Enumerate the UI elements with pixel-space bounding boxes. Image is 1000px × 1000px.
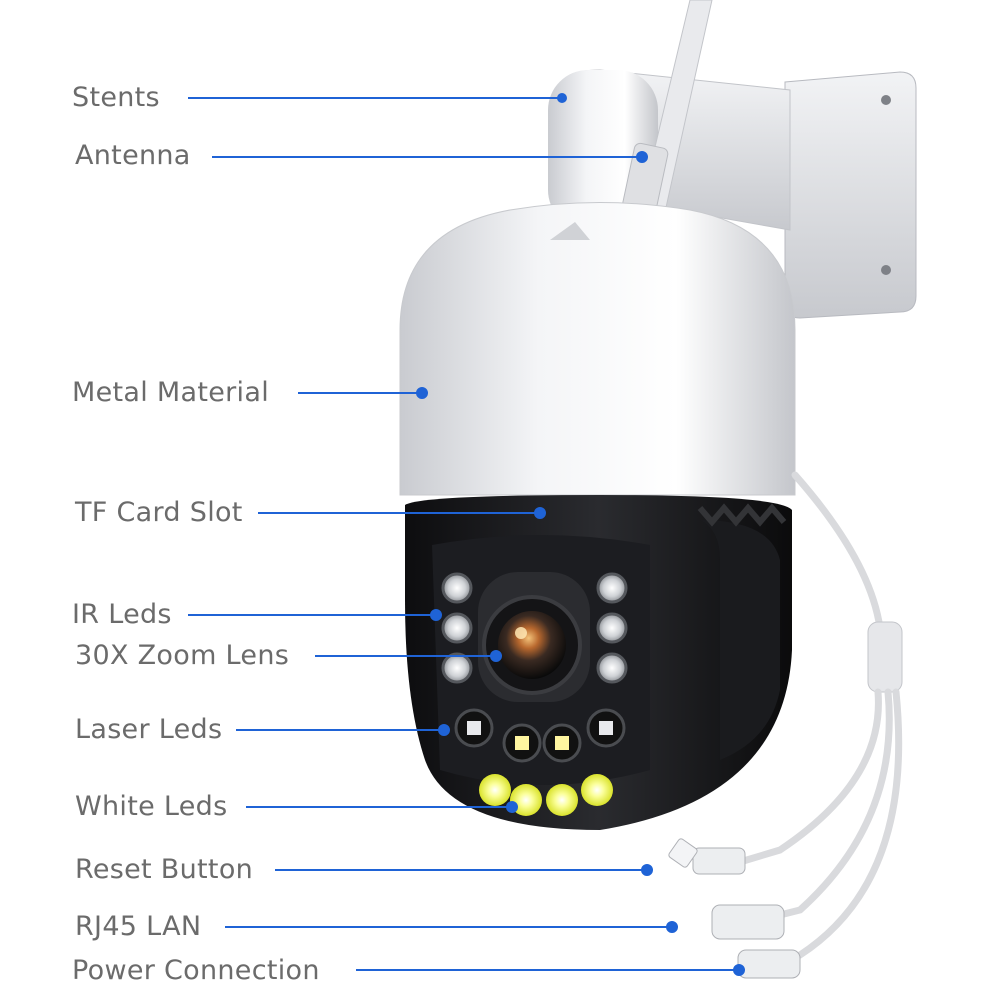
reset-connector xyxy=(668,838,746,875)
label-laser-leds: Laser Leds xyxy=(75,714,223,745)
cables xyxy=(736,471,903,964)
label-power-connection: Power Connection xyxy=(72,955,320,986)
label-antenna: Antenna xyxy=(75,140,191,171)
ir-leds-marker xyxy=(430,609,442,621)
power-connector xyxy=(737,949,801,979)
tf-card-slot-marker xyxy=(534,507,546,519)
zoom-lens xyxy=(478,572,590,702)
zoom-lens-marker xyxy=(490,650,502,662)
rj45-lan-marker xyxy=(666,921,678,933)
stents-marker xyxy=(557,93,567,103)
antenna-marker xyxy=(636,151,648,163)
label-zoom-lens: 30X Zoom Lens xyxy=(75,640,290,671)
label-ir-leds: IR Leds xyxy=(72,599,172,630)
label-rj45-lan: RJ45 LAN xyxy=(75,911,202,942)
label-metal-material: Metal Material xyxy=(72,377,270,408)
laser-leds-marker xyxy=(438,724,450,736)
label-white-leds: White Leds xyxy=(75,791,228,822)
label-tf-card-slot: TF Card Slot xyxy=(75,497,243,528)
dome-housing xyxy=(399,202,796,496)
metal-material-marker xyxy=(416,387,428,399)
power-connection-marker xyxy=(733,964,745,976)
callout-lines xyxy=(188,97,745,976)
reset-button-marker xyxy=(641,864,653,876)
label-stents: Stents xyxy=(72,82,160,113)
white-leds xyxy=(479,774,613,816)
laser-leds xyxy=(454,708,626,763)
rj45-connector xyxy=(711,904,785,940)
label-reset-button: Reset Button xyxy=(75,854,254,885)
ir-leds xyxy=(441,572,628,684)
white-leds-marker xyxy=(506,801,518,813)
